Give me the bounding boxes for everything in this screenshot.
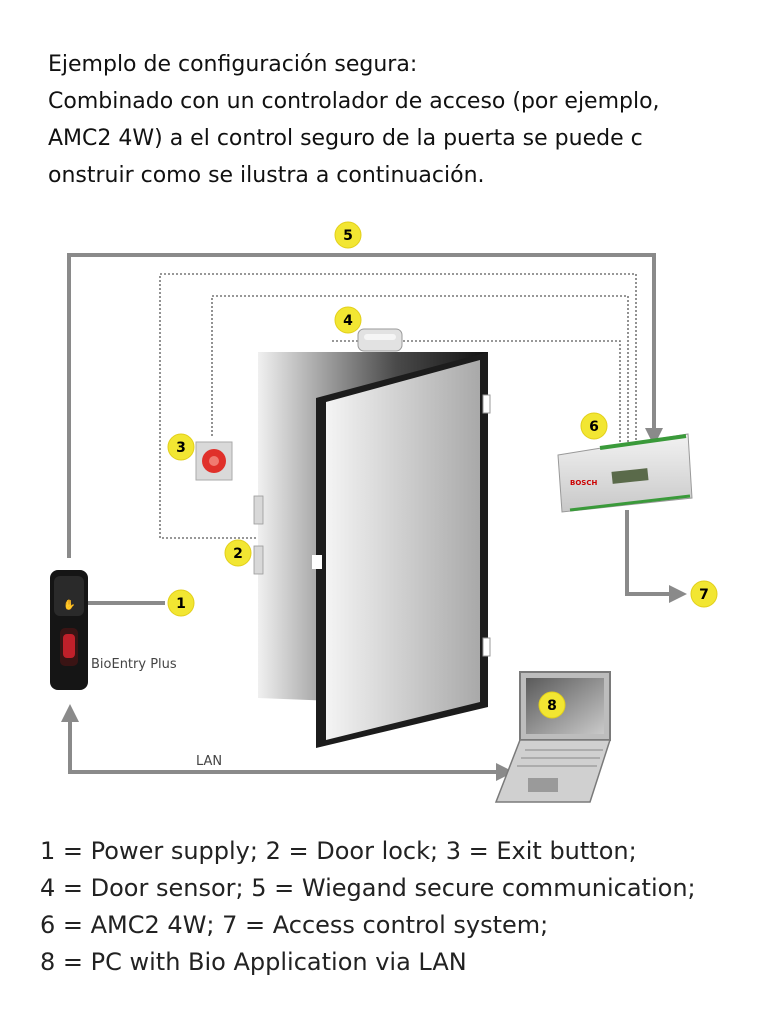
lan-label: LAN — [196, 754, 222, 769]
svg-text:7: 7 — [699, 587, 709, 603]
access-control-diagram: BOSCH ✋ BioEntry Plus LAN — [50, 221, 718, 803]
svg-text:✋: ✋ — [63, 598, 75, 611]
badge-2: 2 — [224, 539, 252, 567]
intro-line-2: Combinado con un controlador de acceso (… — [48, 89, 660, 114]
svg-text:1: 1 — [176, 596, 186, 612]
access-control-line — [625, 510, 687, 603]
door-sensor — [357, 328, 403, 352]
legend-line-4: 8 = PC with Bio Application via LAN — [40, 948, 467, 976]
badge-6: 6 — [580, 412, 608, 440]
svg-text:8: 8 — [547, 698, 557, 714]
intro-text: Ejemplo de configuración segura: Combina… — [48, 46, 748, 194]
badge-8: 8 — [538, 691, 566, 719]
amc2-controller: BOSCH — [557, 433, 693, 513]
badge-3: 3 — [167, 433, 195, 461]
exit-button-device — [195, 441, 233, 481]
door — [258, 352, 491, 748]
legend-line-2: 4 = Door sensor; 5 = Wiegand secure comm… — [40, 874, 696, 902]
laptop — [494, 671, 612, 803]
controller-brand: BOSCH — [570, 479, 597, 487]
svg-text:4: 4 — [343, 313, 353, 329]
legend-line-3: 6 = AMC2 4W; 7 = Access control system; — [40, 911, 549, 939]
lan-line — [61, 704, 514, 781]
door-lock — [253, 495, 264, 575]
badge-7: 7 — [690, 580, 718, 608]
svg-text:6: 6 — [589, 419, 599, 435]
legend: 1 = Power supply; 2 = Door lock; 3 = Exi… — [40, 833, 760, 981]
svg-text:5: 5 — [343, 228, 353, 244]
badge-1: 1 — [167, 589, 195, 617]
legend-line-1: 1 = Power supply; 2 = Door lock; 3 = Exi… — [40, 837, 637, 865]
svg-text:3: 3 — [176, 440, 186, 456]
badge-5: 5 — [334, 221, 362, 249]
intro-line-3: AMC2 4W) a el control seguro de la puert… — [48, 126, 643, 151]
intro-line-4: onstruir como se ilustra a continuación. — [48, 163, 485, 188]
dotted-wiring — [159, 273, 637, 539]
wiegand-line — [67, 253, 663, 558]
bioentry-label: BioEntry Plus — [91, 657, 177, 672]
badge-4: 4 — [334, 306, 362, 334]
bioentry-reader: ✋ — [50, 570, 88, 690]
intro-line-1: Ejemplo de configuración segura: — [48, 52, 418, 77]
svg-text:2: 2 — [233, 546, 243, 562]
